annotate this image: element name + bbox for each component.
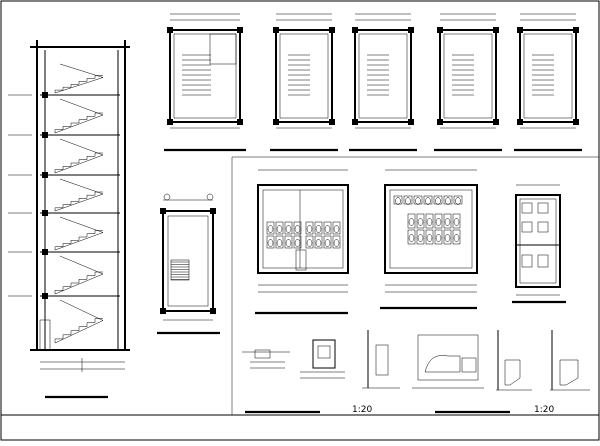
stair-plan-ground [160, 193, 216, 321]
toilet-plan-2 [384, 169, 478, 293]
detail-toilet-section [412, 334, 484, 389]
scale-label-2: 1:20 [534, 405, 554, 415]
toilet-plan-1 [257, 169, 349, 293]
detail-sink [242, 349, 290, 369]
detail-toilet-elevation-1 [496, 330, 532, 391]
detail-mirror [300, 339, 345, 379]
detail-toilet-elevation-2 [550, 330, 590, 391]
scale-label-1: 1:20 [352, 405, 372, 415]
stair-section [8, 40, 130, 372]
detail-urinal [362, 330, 400, 389]
stair-plans-row [164, 13, 582, 152]
toilet-plan-3 [515, 184, 561, 296]
